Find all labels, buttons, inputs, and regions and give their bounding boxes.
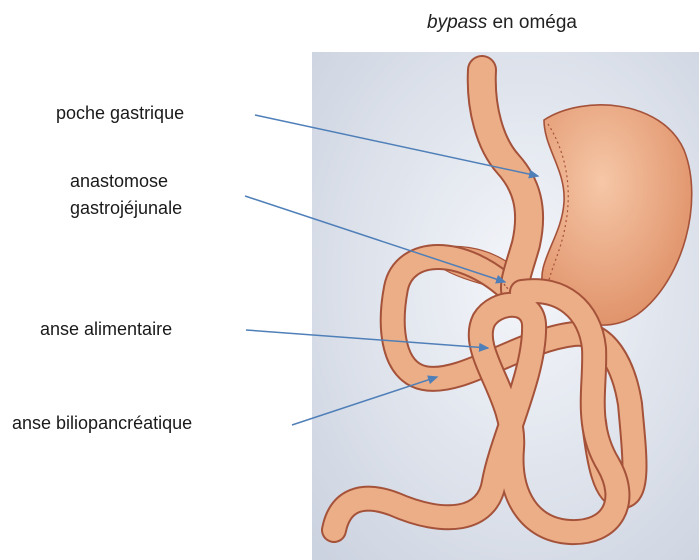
label-anse-biliopancreatique: anse biliopancréatique — [12, 410, 192, 437]
label-anastomose: anastomose gastrojéjunale — [70, 168, 182, 222]
label-anastomose-line1: anastomose — [70, 168, 182, 195]
label-anastomose-line2: gastrojéjunale — [70, 195, 182, 222]
title-italic: bypass — [427, 12, 487, 33]
label-anse-alimentaire: anse alimentaire — [40, 316, 172, 343]
title-rest: en oméga — [487, 12, 577, 33]
illustration-panel — [312, 52, 699, 560]
diagram-title: bypass en oméga — [372, 12, 632, 34]
label-poche-gastrique: poche gastrique — [56, 100, 184, 127]
